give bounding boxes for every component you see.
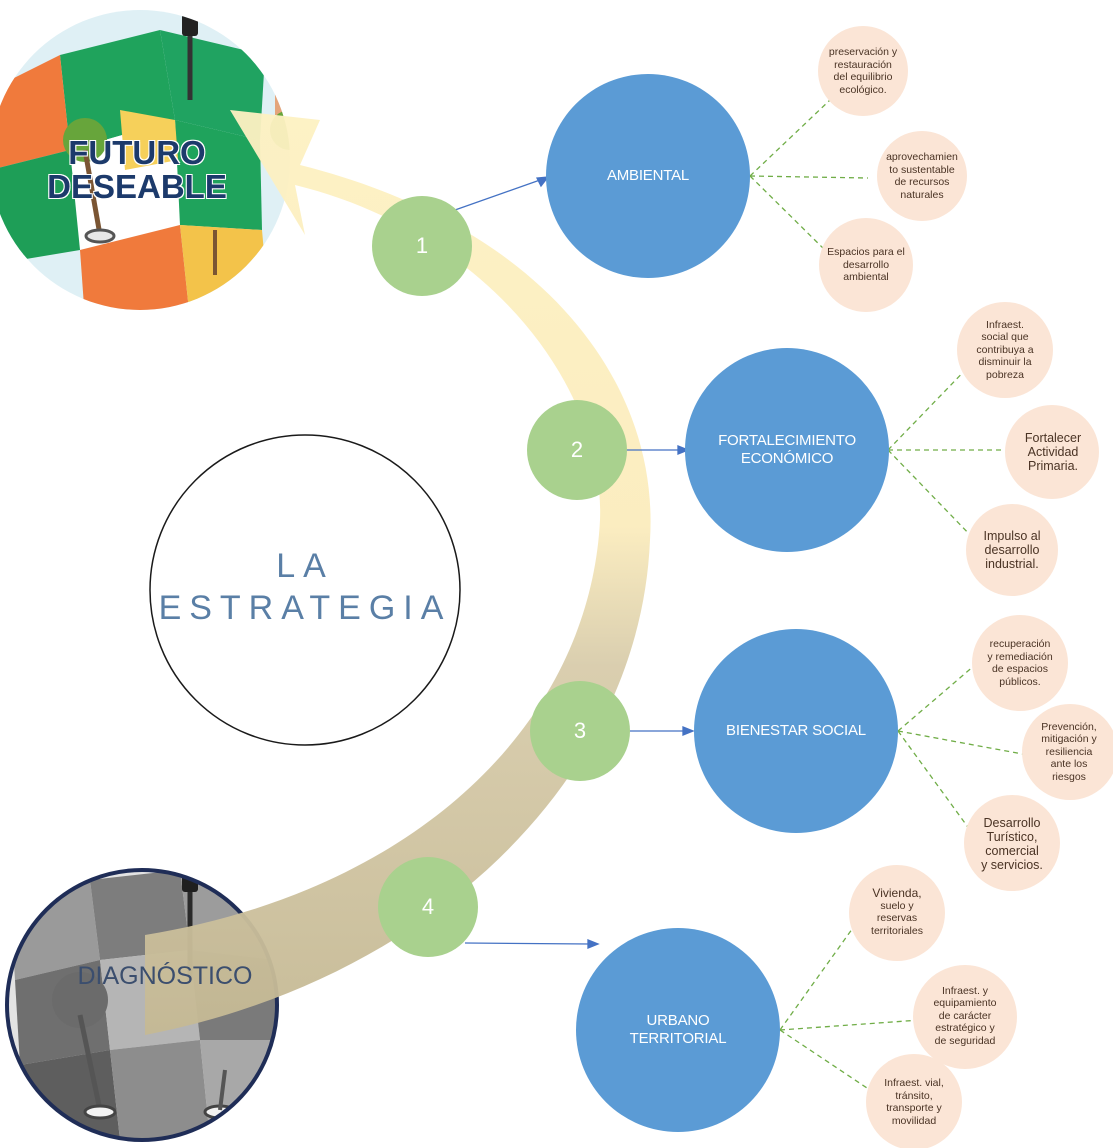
sub-circles (818, 26, 1113, 1148)
step-circle-2 (527, 400, 627, 500)
step-circle-3 (530, 681, 630, 781)
dashed-connectors (749, 99, 1029, 1091)
step-connectors (454, 176, 695, 949)
strategy-arrow (145, 110, 651, 1035)
main-circle-urbano (576, 928, 780, 1132)
main-circle-ambiental (546, 74, 750, 278)
strategy-circle (149, 434, 461, 746)
diagnosis-ring (5, 868, 279, 1142)
step-circle-4 (378, 857, 478, 957)
main-circle-social (694, 629, 898, 833)
main-circle-economico (685, 348, 889, 552)
step-circle-1 (372, 196, 472, 296)
